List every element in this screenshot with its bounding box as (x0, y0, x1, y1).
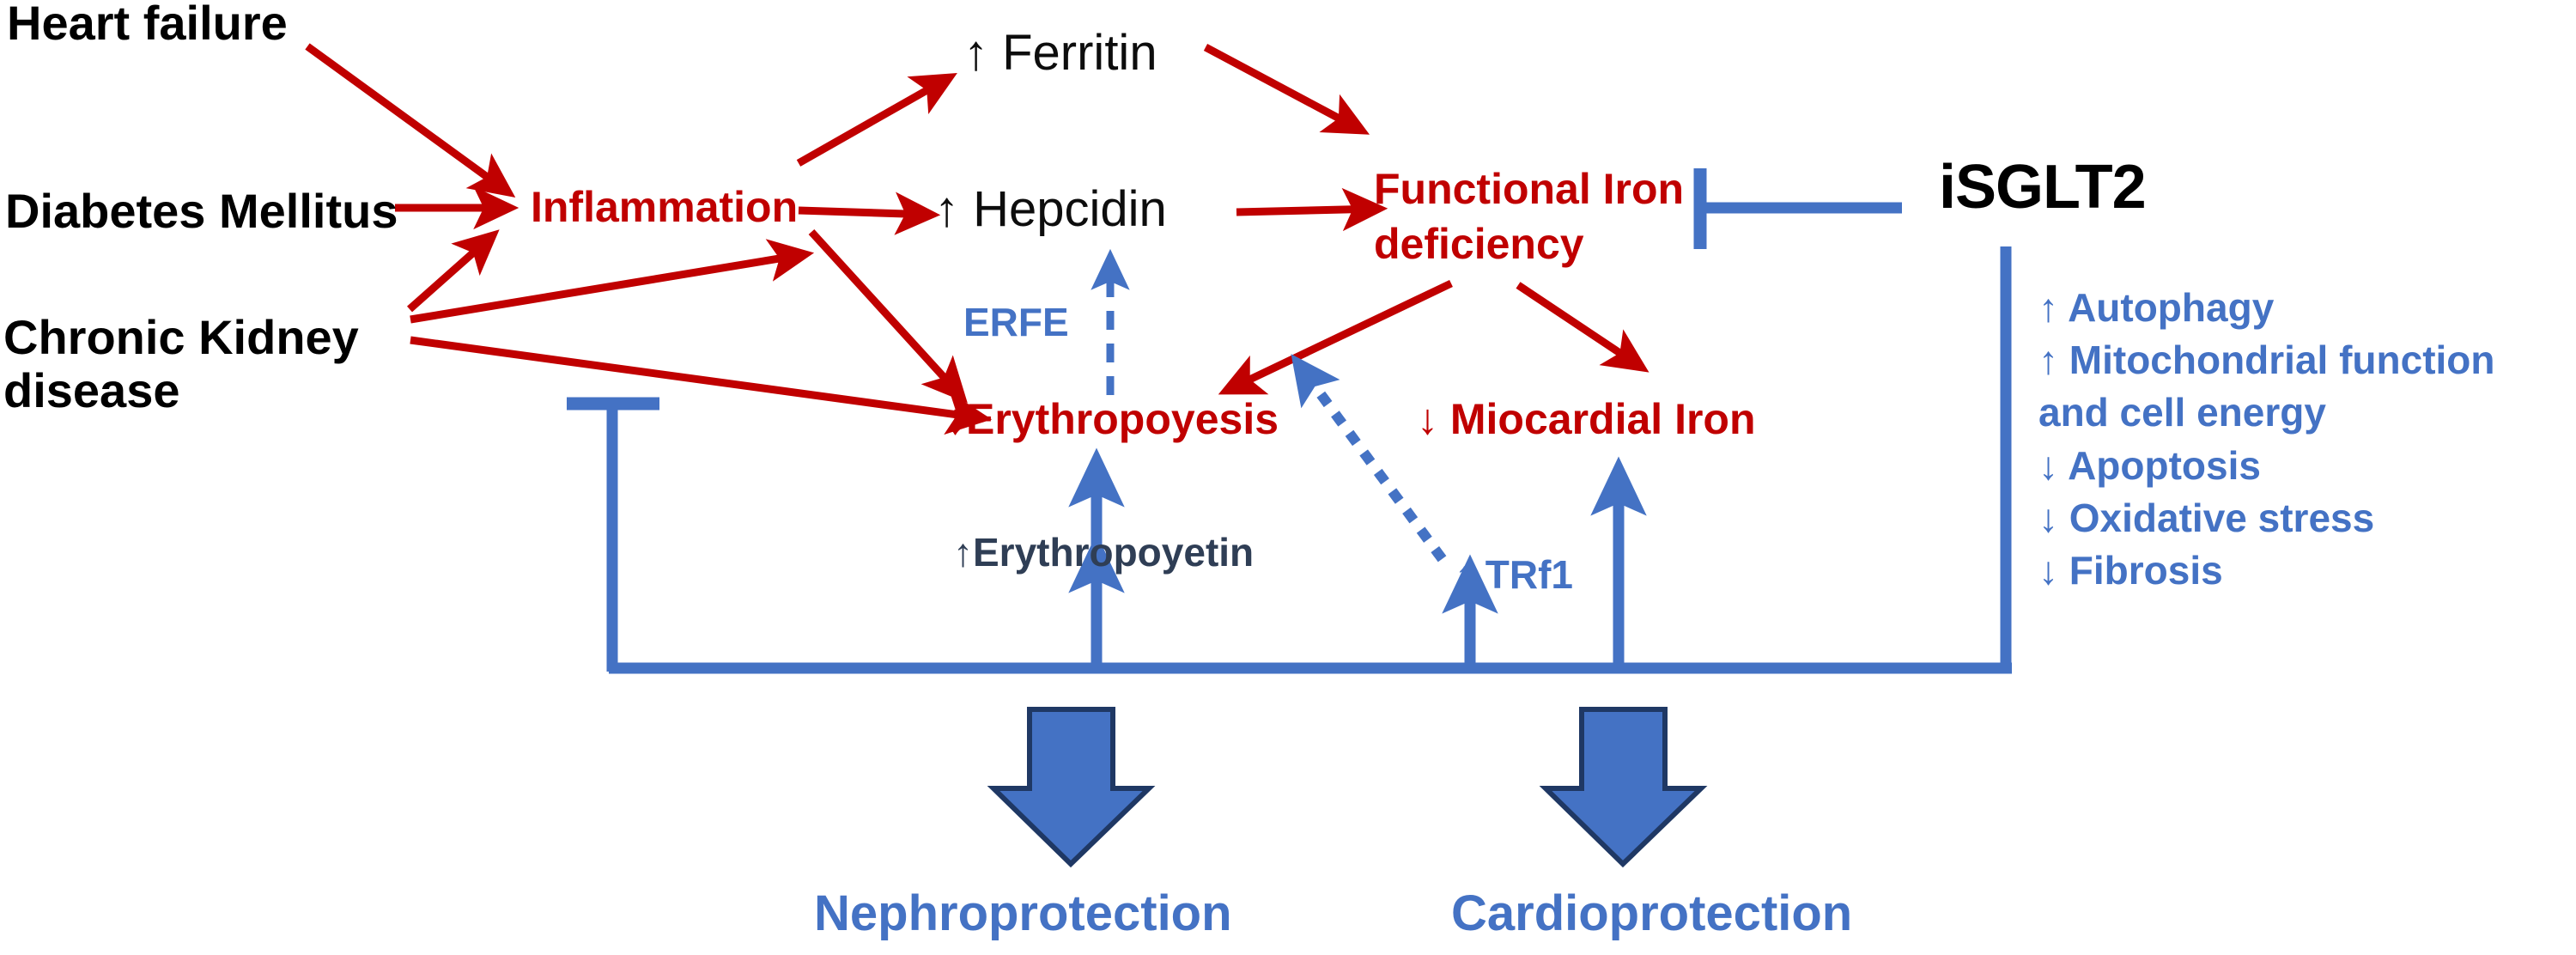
red-activation-edges (305, 43, 1649, 435)
edge-ckd-to-erythropoyesis (410, 336, 993, 435)
node-diabetes-mellitus: Diabetes Mellitus (5, 184, 398, 238)
effect-item-autophagy: ↑ Autophagy (2038, 285, 2275, 330)
edge-trf1-dotted (1291, 354, 1447, 563)
edge-fid-to-erythropoyesis (1218, 279, 1453, 395)
effect-item-mitochondrial-function: ↑ Mitochondrial function (2038, 338, 2495, 383)
effect-item-oxidative-stress: ↓ Oxidative stress (2038, 495, 2375, 540)
node-chronic-kidney-disease-line1: Chronic Kidney (3, 310, 359, 364)
node-heart-failure: Heart failure (7, 0, 288, 50)
node-isglt2: iSGLT2 (1939, 153, 2147, 222)
edge-isglt2-inhibits-fid (1693, 168, 1902, 249)
edge-fid-to-miocardial-iron (1516, 282, 1649, 373)
block-arrow-cardioprotection (1539, 707, 1708, 868)
edge-ferritin-to-fid (1203, 44, 1370, 135)
node-nephroprotection: Nephroprotection (814, 885, 1232, 941)
block-arrow-nephroprotection (987, 707, 1156, 868)
edge-heart-failure-to-inflammation (305, 43, 516, 198)
isglt2-effect-rail (606, 246, 2012, 674)
effect-item-cell-energy: and cell energy (2038, 390, 2326, 435)
node-inflammation: Inflammation (531, 183, 799, 231)
edge-inflammation-to-hepcidin (798, 192, 941, 235)
node-erfe-label: ERFE (963, 300, 1069, 344)
node-trf1: ↑ TRf1 (1455, 552, 1573, 597)
node-functional-iron-deficiency-line1: Functional Iron (1374, 165, 1685, 213)
effect-item-fibrosis: ↓ Fibrosis (2038, 547, 2223, 593)
node-hepcidin: ↑ Hepcidin (934, 181, 1167, 237)
node-cardioprotection: Cardioprotection (1451, 885, 1853, 941)
node-miocardial-iron: ↓ Miocardial Iron (1417, 395, 1756, 443)
node-erythropoyetin: ↑Erythropoyetin (953, 530, 1255, 575)
edge-ckd-to-hepcidin (410, 239, 815, 324)
effect-item-apoptosis: ↓ Apoptosis (2038, 442, 2261, 488)
isglt2-effects-list: ↑ Autophagy ↑ Mitochondrial function and… (2038, 282, 2495, 597)
node-ferritin: ↑ Ferritin (963, 25, 1157, 81)
node-erythropoyesis: ↓Erythropoyesis (945, 395, 1279, 443)
edge-inflammation-to-ferritin (796, 72, 957, 167)
node-chronic-kidney-disease-line2: disease (3, 363, 180, 417)
node-functional-iron-deficiency-line2: deficiency (1374, 220, 1584, 268)
edge-ckd-to-inflammation (407, 229, 500, 313)
edge-hepcidin-to-fid (1236, 187, 1388, 232)
edge-inflammation-to-erythropoyesis (808, 228, 968, 404)
